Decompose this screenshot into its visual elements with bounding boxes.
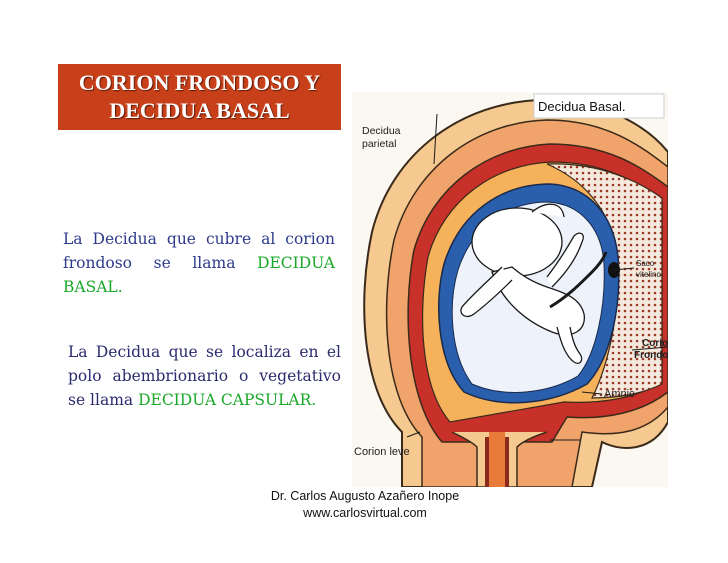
- fetus-illustration: [460, 203, 585, 364]
- umbilical-cord: [549, 251, 608, 309]
- label-corion-2: Frondoso: [634, 350, 668, 361]
- cervical-canal: [485, 437, 509, 487]
- label-corion-leve: Corion leve: [354, 446, 410, 458]
- slide-title: CORION FRONDOSO Y DECIDUA BASAL: [58, 64, 341, 130]
- label-corion-1: Corion: [642, 338, 668, 349]
- cervix-plug: [489, 432, 505, 487]
- title-line-1: CORION FRONDOSO Y: [78, 70, 321, 95]
- label-amnic: Amnic: [604, 388, 635, 400]
- paragraph-text: La Decidua que se localiza en el polo ab…: [68, 343, 341, 409]
- title-line-2: DECIDUA BASAL: [109, 98, 290, 123]
- footer-author: Dr. Carlos Augusto Azañero Inope: [270, 489, 460, 503]
- highlight-decidua-capsular: DECIDUA CAPSULAR.: [138, 391, 317, 409]
- footer-website: www.carlosvirtual.com: [303, 506, 427, 520]
- paragraph-decidua-basal: La Decidua que cubre al corion frondoso …: [63, 227, 335, 299]
- label-decidua-parietal-1: Decidua: [362, 125, 401, 137]
- label-decidua-parietal-2: parietal: [362, 138, 396, 150]
- paragraph-decidua-capsular: La Decidua que se localiza en el polo ab…: [68, 340, 341, 412]
- label-saco-2: vitelino: [636, 270, 661, 279]
- leader-lines: [406, 113, 668, 441]
- uterus-diagram: Decidua Basal. Decidua parietal Saco vit…: [352, 92, 668, 487]
- highlight-decidua-basal: DECIDUA BASAL.: [63, 254, 335, 296]
- decidua-basal-label-box: [533, 93, 665, 119]
- slide-footer: Dr. Carlos Augusto Azañero Inope www.car…: [255, 488, 475, 522]
- label-decidua-basal: Decidua Basal.: [538, 99, 625, 114]
- label-saco-1: Saco: [636, 259, 655, 268]
- paragraph-text: La Decidua que cubre al corion frondoso …: [63, 230, 335, 272]
